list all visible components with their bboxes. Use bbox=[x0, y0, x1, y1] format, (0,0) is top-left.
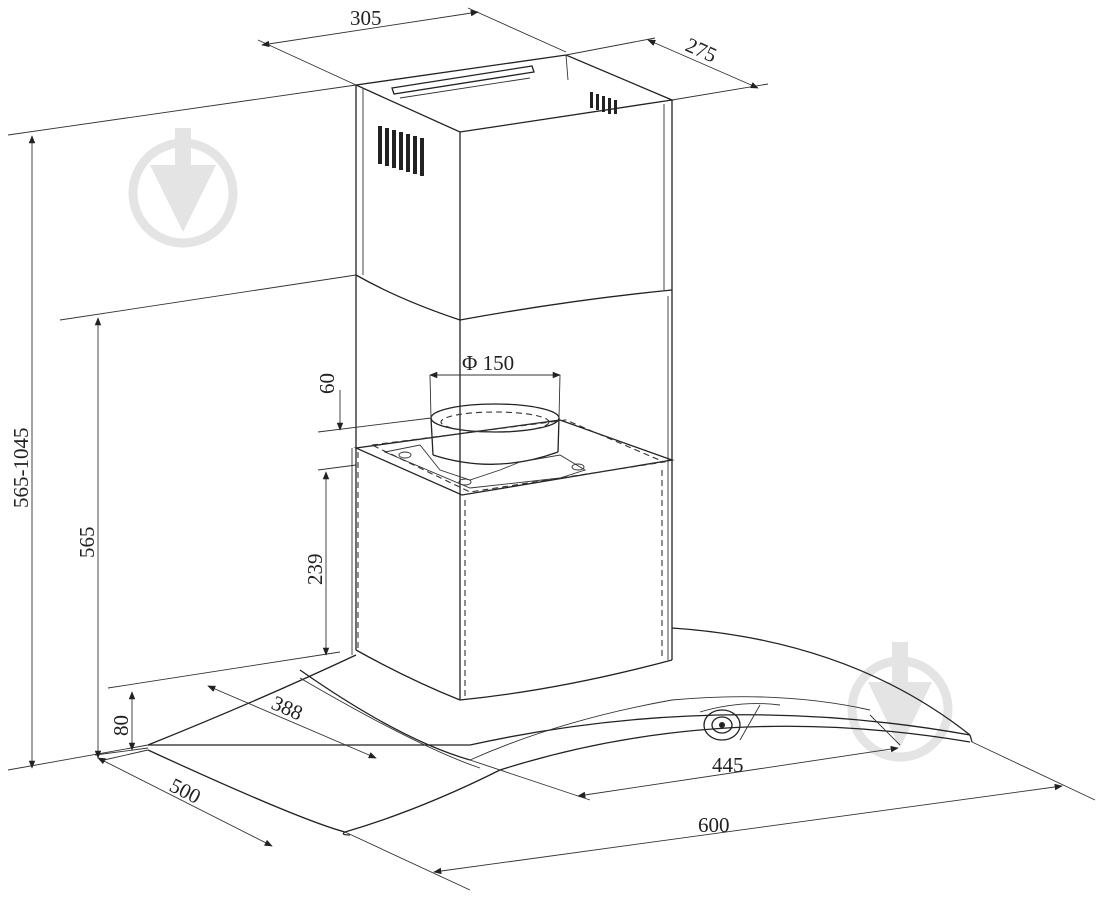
dim-chimney-depth: 275 bbox=[682, 33, 721, 68]
dim-outlet-diameter: Φ 150 bbox=[462, 351, 514, 375]
dim-canopy-height: 80 bbox=[109, 715, 133, 736]
dimension-lines bbox=[28, 9, 1063, 875]
vent-grille-right bbox=[590, 92, 617, 114]
dim-inner-width: 445 bbox=[712, 753, 744, 777]
extension-lines bbox=[7, 7, 1096, 891]
vent-grille-left bbox=[378, 126, 424, 176]
dim-canopy-front: 388 bbox=[268, 691, 307, 726]
dim-hood-height: 565 bbox=[75, 527, 99, 559]
dim-total-height: 565-1045 bbox=[9, 428, 33, 509]
chimney-upper bbox=[353, 54, 675, 321]
dim-chimney-width: 305 bbox=[350, 6, 382, 30]
dim-motor-height: 239 bbox=[303, 554, 327, 586]
dim-outlet-height: 60 bbox=[315, 373, 339, 394]
duct-outlet bbox=[370, 403, 666, 493]
dim-canopy-depth: 500 bbox=[166, 773, 205, 809]
chimney-lower bbox=[351, 275, 675, 701]
control-knob-icon bbox=[703, 709, 741, 741]
glass-canopy bbox=[147, 627, 973, 836]
dim-total-width: 600 bbox=[698, 813, 730, 837]
watermark-icon-right bbox=[847, 642, 953, 762]
watermark-icon-left bbox=[128, 128, 238, 248]
